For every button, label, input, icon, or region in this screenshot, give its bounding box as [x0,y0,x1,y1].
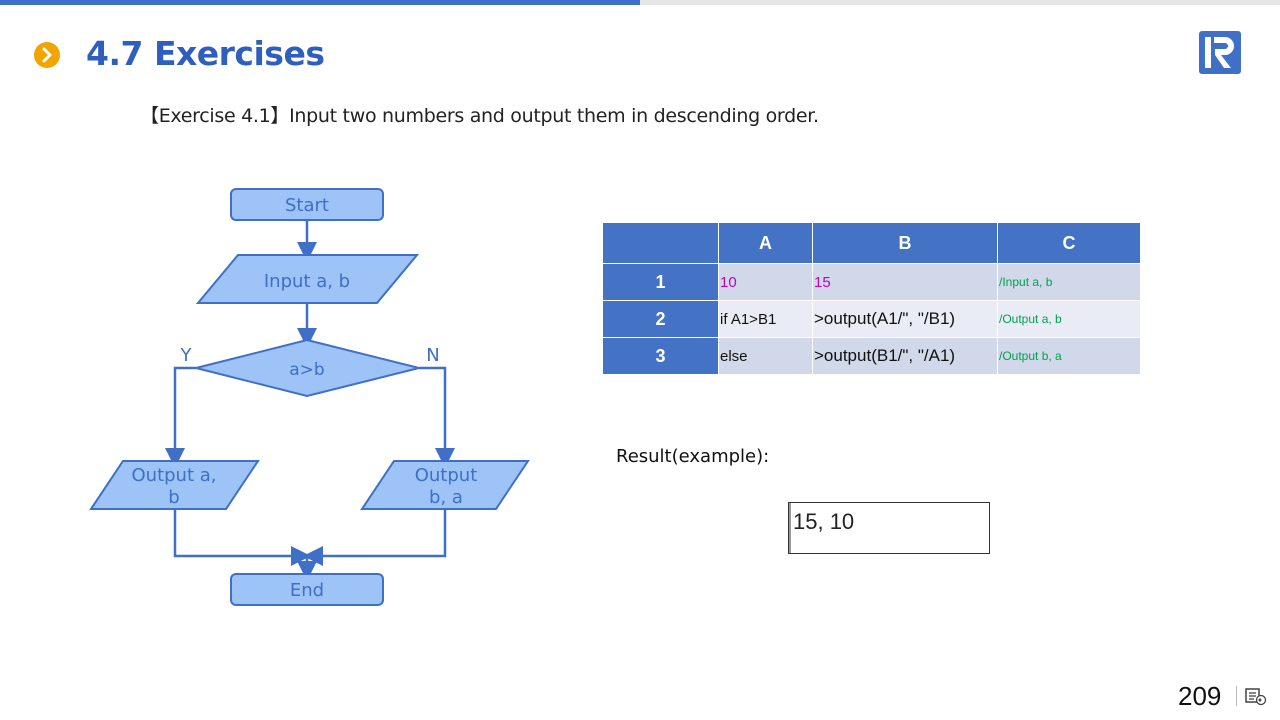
connector-no [419,366,455,468]
start-label: Start [285,195,329,216]
output-left-line2: b [168,487,179,508]
grid-header-row: A B C [602,222,1141,264]
table-row: 2 if A1>B1 >output(A1/", "/B1) /Output a… [602,300,1141,338]
cell-a1: 10 [718,263,813,301]
column-header: C [997,222,1141,264]
decision-node [195,338,420,398]
grid-corner [602,222,719,264]
output-right-line1: Output [415,465,478,486]
chevron-right-icon [34,42,60,68]
page-number: 209 [1178,681,1222,711]
cell-b3: >output(B1/", "/A1) [812,337,998,375]
end-node [230,573,384,606]
row-header: 1 [602,263,719,301]
cell-b2: >output(A1/", "/B1) [812,300,998,338]
connector [303,510,447,566]
top-gray-bar [640,0,1280,5]
output-left-node [89,460,260,510]
start-node [230,188,384,221]
footer-divider [1236,686,1237,706]
end-label: End [290,580,324,601]
cell-c1: /Input a, b [997,263,1141,301]
input-node [195,254,420,304]
top-accent-bar [0,0,640,5]
connector-yes [165,366,196,468]
row-header: 3 [602,337,719,375]
no-label: N [426,345,439,366]
exercise-statement: 【Exercise 4.1】Input two numbers and outp… [140,105,819,127]
slide-navigation-icon[interactable] [1245,686,1267,706]
table-row: 1 10 15 /Input a, b [602,263,1141,301]
column-header: B [812,222,998,264]
cell-c3: /Output b, a [997,337,1141,375]
cellset-grid: A B C 1 10 15 /Input a, b 2 if A1>B1 >ou… [602,222,1141,375]
output-left-line1: Output a, [132,465,217,486]
cell-a2: if A1>B1 [718,300,813,338]
row-header: 2 [602,300,719,338]
column-header: A [718,222,813,264]
cell-c2: /Output a, b [997,300,1141,338]
table-row: 3 else >output(B1/", "/A1) /Output b, a [602,337,1141,375]
yes-label: Y [180,345,193,366]
output-right-line2: b, a [429,487,463,508]
flowchart: Start Input a, b a>b Y N Output a, b Out… [89,188,530,606]
result-value: 15, 10 [793,509,855,534]
logo-icon [1199,31,1241,74]
cell-a3: else [718,337,813,375]
decision-label: a>b [289,360,324,380]
connector [173,510,311,566]
result-output-box: 15, 10 [788,502,990,554]
result-label: Result(example): [616,446,770,467]
cell-b1: 15 [812,263,998,301]
input-label: Input a, b [264,271,350,292]
slide-title: 4.7 Exercises [86,34,325,73]
output-right-node [360,460,530,510]
